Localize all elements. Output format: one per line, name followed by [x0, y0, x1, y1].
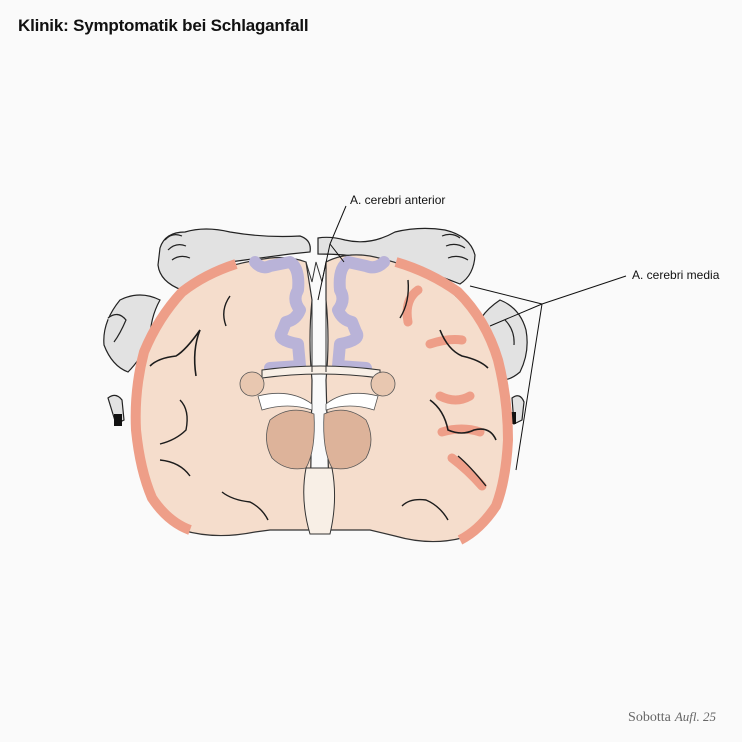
- label-middle-cerebral-artery: A. cerebri media: [632, 268, 720, 282]
- footer-brand: Sobotta: [628, 710, 671, 725]
- brainstem: [303, 467, 336, 535]
- left-hemisphere: [130, 256, 313, 537]
- leader-lines: [317, 205, 627, 471]
- right-hemisphere: [325, 254, 513, 545]
- footer-edition: Aufl. 25: [674, 709, 716, 724]
- page-title: Klinik: Symptomatik bei Schlaganfall: [18, 16, 309, 35]
- deep-nuclei: [239, 371, 396, 470]
- label-anterior-cerebral-artery: A. cerebri anterior: [350, 193, 446, 207]
